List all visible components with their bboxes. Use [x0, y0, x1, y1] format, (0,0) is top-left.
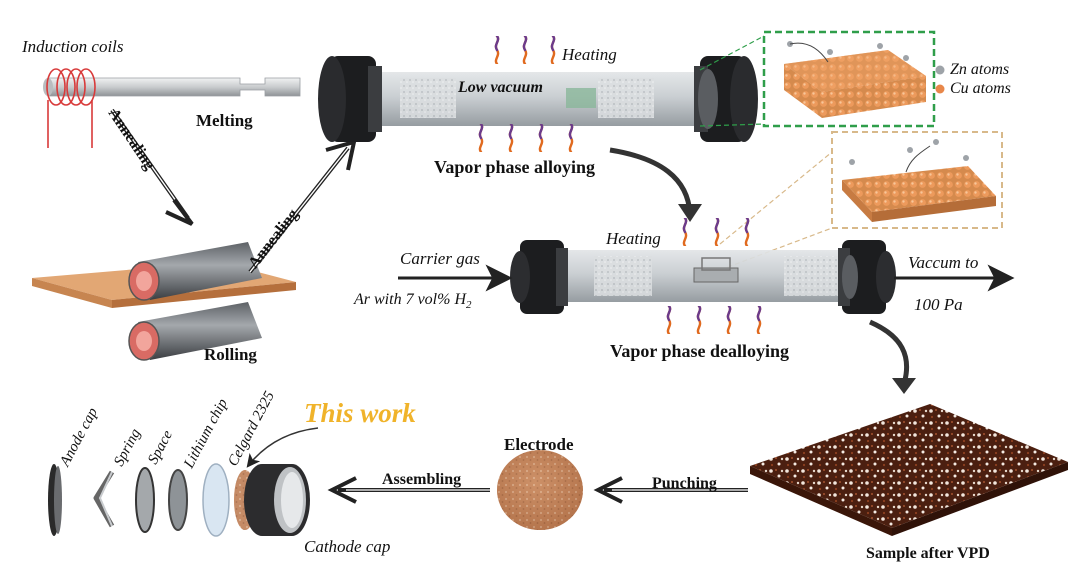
label-carrier-gas: Carrier gas [400, 249, 480, 268]
zoom-box-dealloy [719, 131, 1003, 271]
label-melting: Melting [196, 111, 253, 130]
label-punching: Punching [652, 475, 717, 492]
label-zn-atoms: Zn atoms [950, 61, 1010, 78]
label-electrode: Electrode [504, 435, 574, 454]
label-rolling: Rolling [204, 345, 257, 364]
induction-coil [46, 68, 96, 148]
label-sample-after-vpd: Sample after VPD [866, 545, 990, 562]
label-assembling: Assembling [382, 471, 462, 488]
melting-rod [43, 77, 301, 97]
vpd-sample [750, 404, 1068, 536]
zoom-box-alloy [699, 30, 936, 128]
label-vapor-phase-alloying: Vapor phase alloying [434, 157, 596, 177]
zn-atom-legend-dot [935, 65, 945, 75]
label-vapor-phase-dealloying: Vapor phase dealloying [610, 341, 790, 361]
alloying-tube [318, 56, 758, 142]
label-heating-mid: Heating [606, 229, 661, 248]
curved-arrow-down-1 [609, 147, 693, 215]
dealloying-tube [510, 240, 896, 314]
label-ar-h2: Ar with 7 vol% H2 [354, 291, 472, 312]
label-induction-coils: Induction coils [22, 37, 124, 56]
label-cu-atoms: Cu atoms [950, 80, 1011, 97]
curved-arrow-down-2 [868, 319, 910, 385]
this-work-pointer [246, 427, 319, 468]
label-vaccum-to: Vaccum to [908, 253, 979, 272]
coin-cell-components [48, 463, 310, 537]
label-cathode-cap: Cathode cap [304, 537, 391, 556]
cu-atom-legend-dot [935, 84, 945, 94]
label-low-vacuum: Low vacuum [458, 79, 543, 96]
label-this-work: This work [304, 398, 416, 428]
label-pressure: 100 Pa [914, 295, 963, 314]
label-heating-top: Heating [562, 45, 617, 64]
rolling-machine [32, 242, 296, 361]
